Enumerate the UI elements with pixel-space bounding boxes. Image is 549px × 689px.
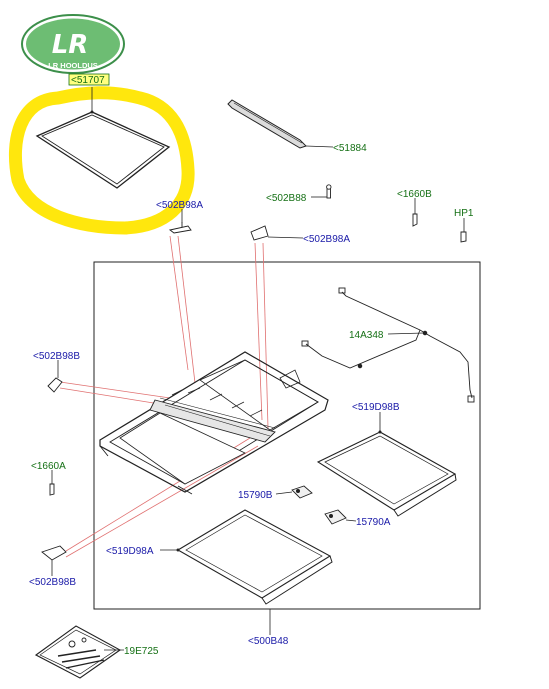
callout-19E725[interactable]: 19E725 bbox=[124, 646, 159, 657]
sunroof-frame bbox=[99, 351, 329, 495]
bracket-502B98B-bottom bbox=[41, 545, 67, 561]
bolt-502B88 bbox=[326, 184, 332, 199]
glass-panel bbox=[35, 111, 171, 189]
highlight-scribble bbox=[8, 86, 195, 235]
callout-51707[interactable]: <51707 bbox=[71, 75, 105, 86]
callout-502B98B-bottom[interactable]: <502B98B bbox=[29, 577, 76, 588]
callout-502B98A-right[interactable]: <502B98A bbox=[303, 234, 350, 245]
assembly-frame bbox=[93, 261, 481, 610]
callout-519D98A[interactable]: <519D98A bbox=[106, 546, 154, 557]
blind-519D98B bbox=[316, 431, 457, 517]
bracket-502B98A-right bbox=[250, 225, 269, 241]
lr-logo: LR LR HOOLDUS bbox=[21, 14, 125, 74]
bracket-502B98B-top bbox=[47, 377, 63, 393]
bracket-502B98A-left bbox=[168, 222, 192, 234]
logo-text: LR bbox=[52, 30, 89, 60]
callout-HP1[interactable]: HP1 bbox=[454, 208, 474, 219]
clip-HP1 bbox=[460, 231, 467, 243]
logo-subtext: LR HOOLDUS bbox=[48, 61, 98, 70]
repair-kit bbox=[34, 625, 122, 679]
callout-502B98B-top[interactable]: <502B98B bbox=[33, 351, 80, 362]
callout-519D98B[interactable]: <519D98B bbox=[352, 402, 400, 413]
blind-519D98A bbox=[176, 509, 333, 605]
callout-51884[interactable]: <51884 bbox=[333, 143, 367, 154]
callout-14A348[interactable]: 14A348 bbox=[349, 330, 384, 341]
label-box-51707 bbox=[68, 73, 110, 86]
clip-1660A bbox=[49, 483, 55, 496]
callout-15790B[interactable]: 15790B bbox=[238, 490, 273, 501]
wind-deflector bbox=[227, 99, 307, 149]
motor-15790B bbox=[291, 485, 313, 499]
callout-502B88[interactable]: <502B88 bbox=[266, 193, 307, 204]
callout-500B48[interactable]: <500B48 bbox=[248, 636, 289, 647]
clip-1660B bbox=[412, 213, 418, 227]
callout-502B98A-top[interactable]: <502B98A bbox=[156, 200, 203, 211]
callout-1660A[interactable]: <1660A bbox=[31, 461, 66, 472]
callout-1660B[interactable]: <1660B bbox=[397, 189, 432, 200]
red-leaders bbox=[59, 235, 269, 558]
callout-15790A[interactable]: 15790A bbox=[356, 517, 391, 528]
wiring-harness bbox=[301, 287, 475, 403]
motor-15790A bbox=[324, 509, 347, 525]
